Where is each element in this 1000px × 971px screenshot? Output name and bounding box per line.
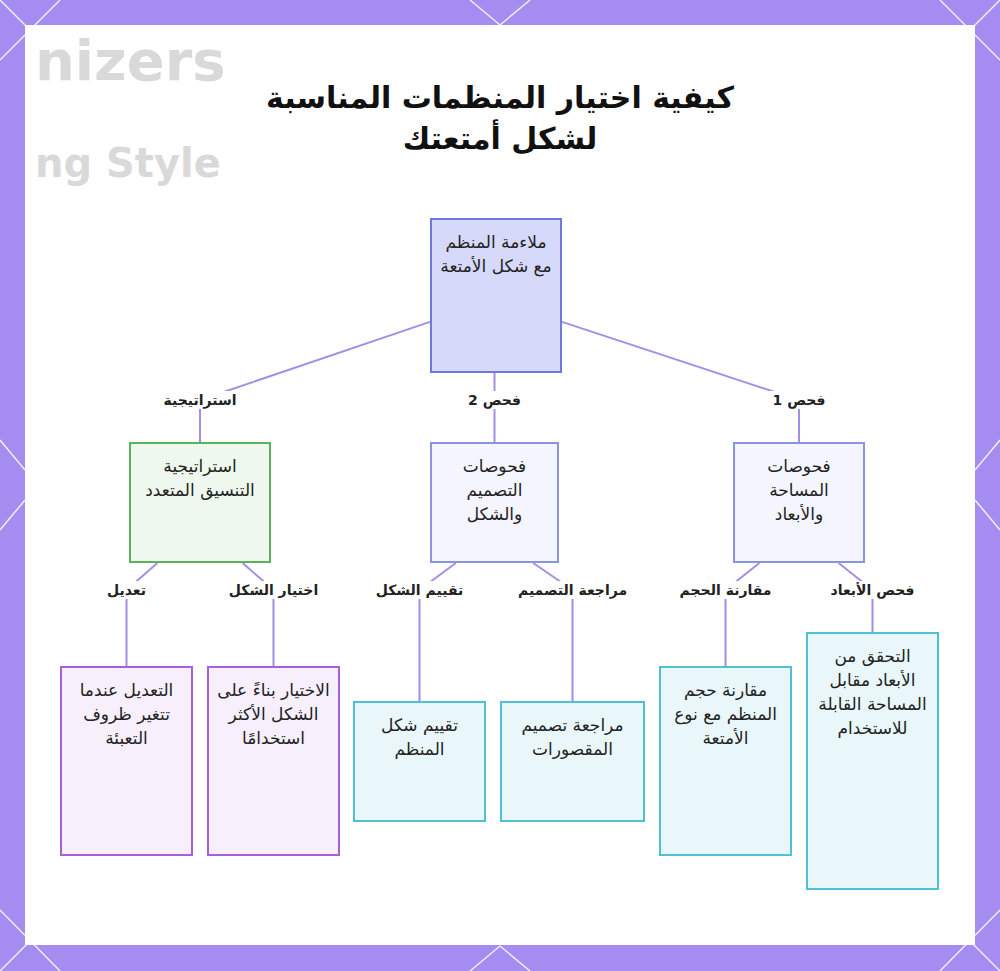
process-box: فحوصات التصميم والشكل (430, 442, 559, 563)
connector-line (127, 563, 158, 666)
process-box: ملاءمة المنظم مع شكل الأمتعة (430, 218, 562, 373)
edge-label: تقييم الشكل (371, 581, 469, 599)
process-box: التحقق من الأبعاد مقابل المساحة القابلة … (806, 632, 939, 890)
box-text: فحوصات المساحة والأبعاد (743, 454, 855, 526)
connector-line (243, 563, 274, 666)
watermark-text: ng Style (35, 140, 221, 186)
edge-label: استراتيجية (158, 391, 241, 409)
process-box: فحوصات المساحة والأبعاد (733, 442, 865, 563)
process-box: مراجعة تصميم المقصورات (500, 701, 645, 822)
box-text: فحوصات التصميم والشكل (440, 454, 549, 526)
edge-label: مراجعة التصميم (513, 581, 632, 599)
edge-label: تعديل (102, 581, 151, 599)
connector-line (726, 563, 760, 666)
process-box: تقييم شكل المنظم (353, 701, 486, 822)
edge-label: فحص 1 (768, 391, 831, 409)
process-box: التعديل عندما تتغير ظروف التعبئة (60, 666, 193, 856)
edge-label: مقارنة الحجم (675, 581, 777, 599)
box-text: مقارنة حجم المنظم مع نوع الأمتعة (669, 678, 782, 750)
edge-label: فحص 2 (463, 391, 526, 409)
connector-line (562, 322, 799, 442)
process-box: الاختيار بناءً على الشكل الأكثر استخدامً… (207, 666, 340, 856)
process-box: مقارنة حجم المنظم مع نوع الأمتعة (659, 666, 792, 856)
box-text: ملاءمة المنظم مع شكل الأمتعة (440, 230, 552, 278)
watermark-text: nizers (35, 28, 226, 93)
box-text: التعديل عندما تتغير ظروف التعبئة (70, 678, 183, 750)
diagram-title: كيفية اختيار المنظمات المناسبة لشكل أمتع… (220, 78, 780, 159)
edge-label: فحص الأبعاد (825, 581, 919, 599)
box-text: الاختيار بناءً على الشكل الأكثر استخدامً… (217, 678, 330, 750)
edge-label: اختيار الشكل (224, 581, 323, 599)
connector-line (200, 322, 430, 442)
box-text: مراجعة تصميم المقصورات (510, 713, 635, 761)
box-text: التحقق من الأبعاد مقابل المساحة القابلة … (816, 644, 929, 741)
box-text: تقييم شكل المنظم (363, 713, 476, 761)
box-text: استراتيجية التنسيق المتعدد (139, 454, 261, 502)
process-box: استراتيجية التنسيق المتعدد (129, 442, 271, 563)
